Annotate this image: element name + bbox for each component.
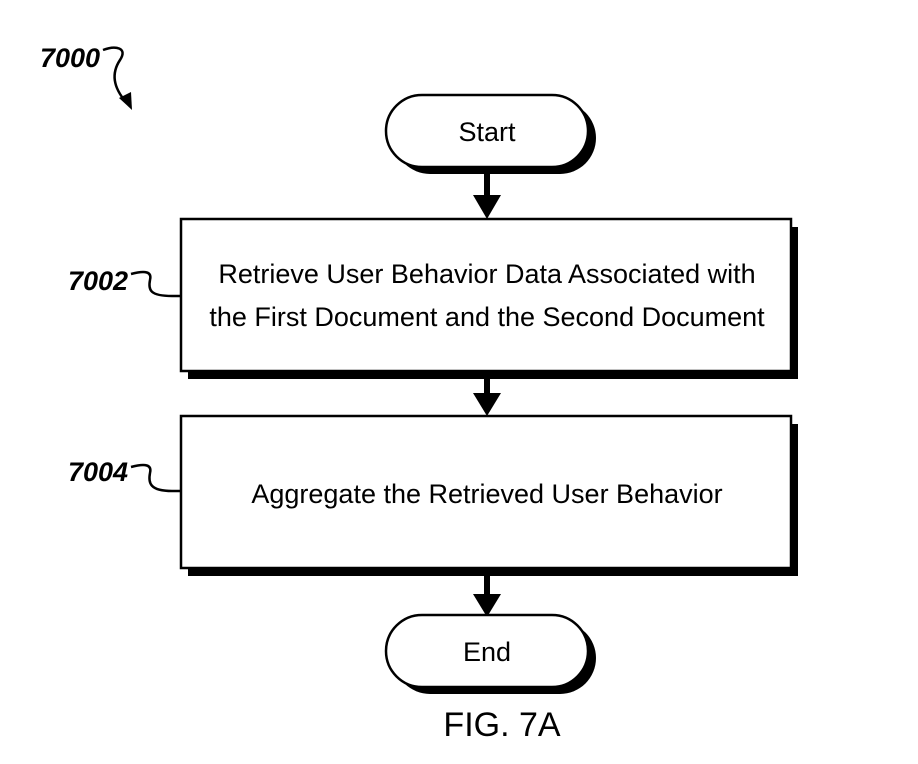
diagram-ref-curl-arrow	[102, 46, 127, 103]
step1-line-1: Retrieve User Behavior Data Associated w…	[218, 259, 755, 289]
end-node: End	[384, 613, 596, 694]
arrow-start-to-step1	[473, 174, 501, 219]
step1-ref-label: 7002	[68, 266, 128, 296]
step2-ref-leader	[130, 463, 181, 493]
step2-line-1: Aggregate the Retrieved User Behavior	[251, 479, 722, 509]
step2-node: Aggregate the Retrieved User Behavior	[179, 414, 798, 576]
step1-line-2: the First Document and the Second Docume…	[209, 302, 765, 332]
diagram-ref-label: 7000	[40, 43, 100, 73]
arrow-step2-to-end	[473, 576, 501, 617]
arrow-step1-to-step2	[473, 379, 501, 416]
step1-ref-leader	[130, 270, 181, 298]
diagram-ref-arrowhead	[119, 92, 132, 110]
figure-caption: FIG. 7A	[443, 706, 560, 744]
step1-node: Retrieve User Behavior Data Associated w…	[179, 217, 798, 379]
start-node: Start	[384, 93, 596, 174]
step2-ref-label: 7004	[68, 457, 128, 487]
start-label: Start	[458, 117, 516, 147]
end-label: End	[463, 637, 511, 667]
